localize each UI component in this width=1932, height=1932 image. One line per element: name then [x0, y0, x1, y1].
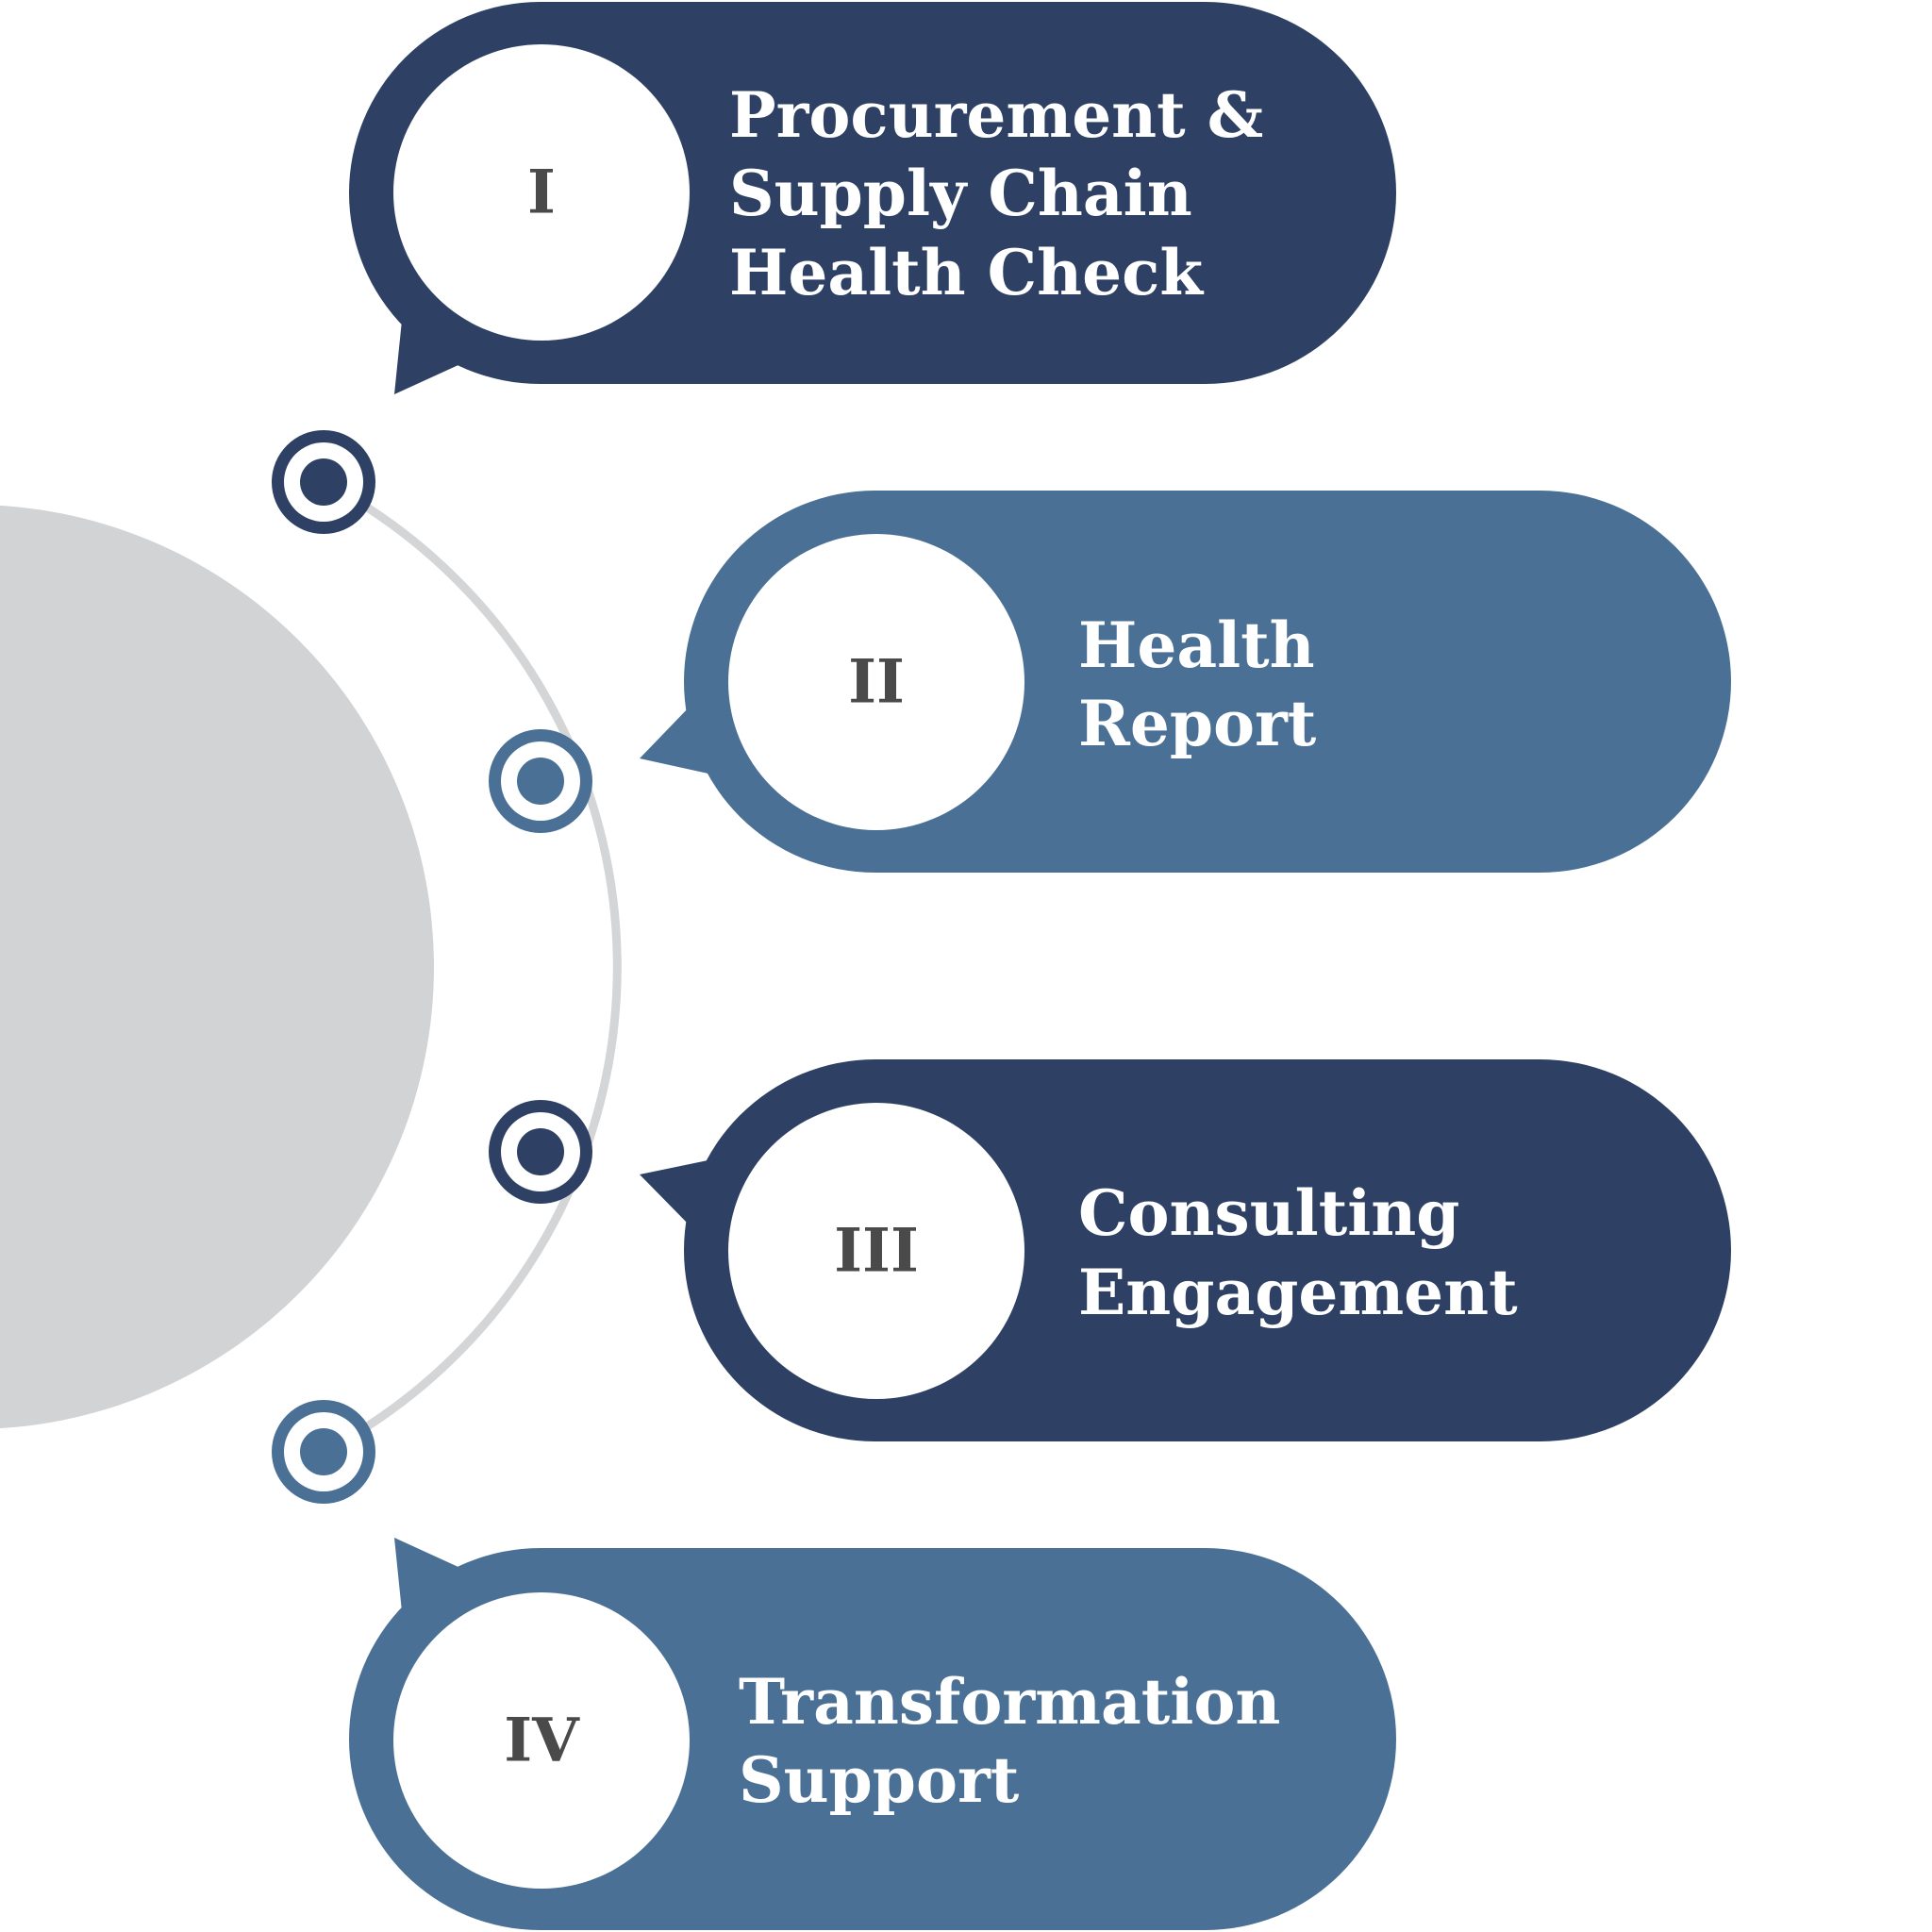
step-2-pointer	[640, 706, 717, 775]
step-2-numeral: II	[848, 647, 905, 718]
step-4-number-circle	[393, 1592, 690, 1889]
step-4-pointer	[394, 1538, 460, 1630]
step-2-label-line-2: Report	[1078, 687, 1317, 760]
node-4-dot	[300, 1428, 347, 1475]
watermark-text: Implementation	[1212, 966, 1698, 1036]
node-4	[272, 1400, 375, 1504]
step-2: II Health Report	[640, 491, 1731, 873]
step-4-label-line-2: Support	[739, 1743, 1020, 1817]
step-3-label: Consulting Engagement	[1078, 1176, 1518, 1329]
step-3-label-line-2: Engagement	[1078, 1256, 1518, 1329]
step-4-numeral: IV	[504, 1706, 580, 1776]
step-2-label: Health Report	[1078, 608, 1337, 760]
step-4-label-line-1: Transformation	[739, 1665, 1280, 1739]
step-1-label-line-2: Supply Chain	[729, 157, 1192, 230]
step-1-pointer	[394, 302, 460, 394]
step-3-pointer	[640, 1158, 717, 1226]
step-3-numeral: III	[834, 1216, 919, 1287]
step-3: III Consulting Engagement	[640, 1059, 1731, 1441]
step-1-label: Procurement & Supply Chain Health Check	[729, 78, 1285, 309]
step-1-numeral: I	[527, 158, 556, 228]
step-2-number-circle	[728, 534, 1024, 830]
node-1-dot	[300, 458, 347, 506]
node-3-dot	[517, 1128, 564, 1175]
node-3	[489, 1100, 592, 1204]
step-2-label-line-1: Health	[1078, 608, 1315, 682]
step-1-number-circle	[393, 44, 690, 341]
step-4-label: Transformation Support	[739, 1665, 1302, 1817]
node-1	[272, 430, 375, 534]
step-3-number-circle	[728, 1103, 1024, 1399]
node-2-dot	[517, 758, 564, 805]
hub-half-circle	[0, 506, 434, 1428]
connector-arc	[321, 478, 622, 1456]
step-4: IV Transformation Support	[349, 1538, 1396, 1930]
step-1: I Procurement & Supply Chain Health Chec…	[349, 2, 1396, 394]
step-1-label-line-1: Procurement &	[729, 78, 1263, 152]
step-3-label-line-1: Consulting	[1078, 1176, 1459, 1250]
node-2	[489, 729, 592, 833]
step-1-label-line-3: Health Check	[729, 236, 1204, 309]
